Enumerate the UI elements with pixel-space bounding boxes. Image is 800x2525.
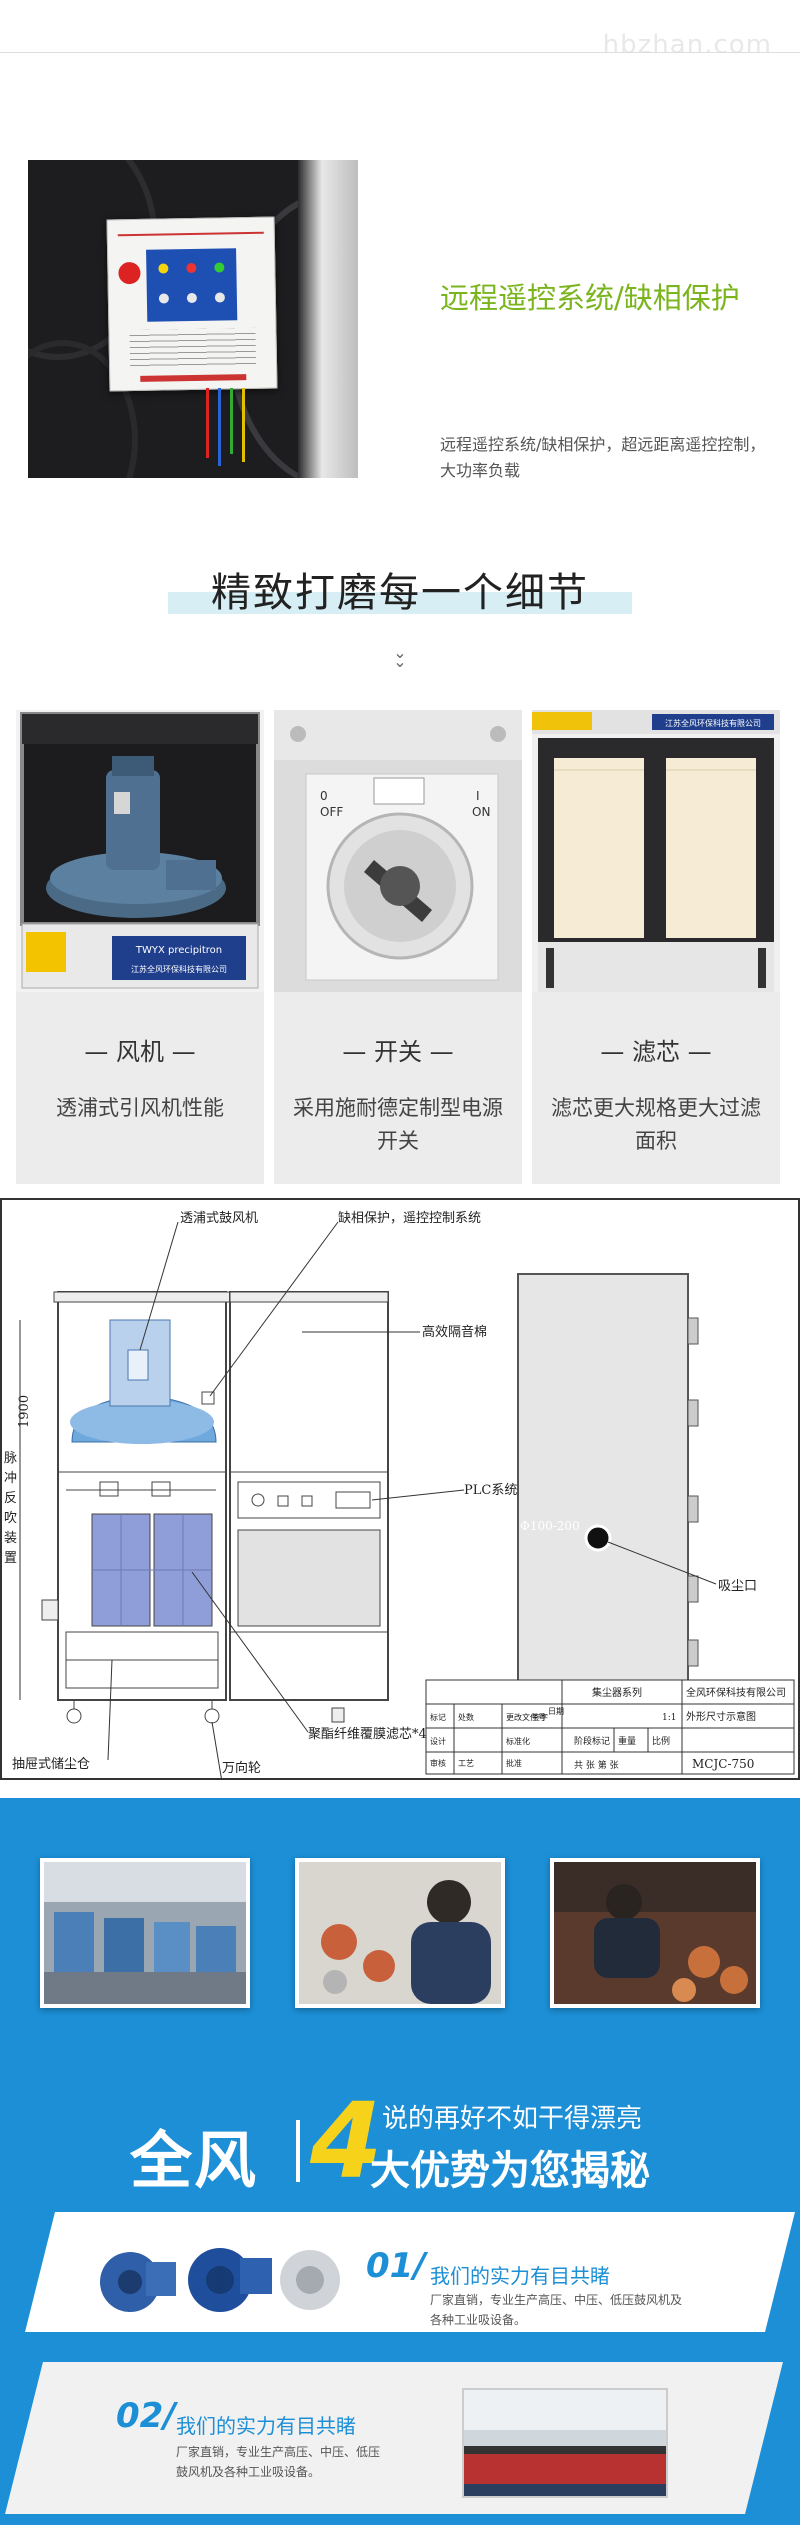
fan-nameplate: TWYX precipitron — [135, 945, 222, 956]
titleblock-scale: 1:1 — [662, 1713, 676, 1723]
label-inlet: 吸尘口 — [718, 1579, 757, 1594]
titleblock-mark-2: 处数 — [458, 1712, 474, 1722]
titleblock-mark-1: 标记 — [430, 1712, 446, 1722]
top-divider — [0, 52, 800, 53]
promo-number: 4 — [310, 2080, 383, 2202]
chevron-down-icon: ⌄⌄ — [393, 643, 407, 671]
promo-divider — [296, 2120, 300, 2182]
titleblock-process: 工艺 — [458, 1759, 474, 1768]
card-filter-name: — 滤芯 — — [600, 1038, 712, 1066]
titleblock-mark-3: 更改文件号 — [506, 1712, 546, 1722]
remote-feature-description: 远程遥控系统/缺相保护，超远距离遥控控制，大功率负载 — [440, 435, 766, 480]
fan-company: 江苏全风环保科技有限公司 — [131, 964, 227, 974]
label-pulse-5: 装 — [4, 1531, 17, 1546]
label-pulse-2: 冲 — [4, 1471, 17, 1486]
remote-feature-title: 远程遥控系统/缺相保护 — [440, 281, 740, 315]
promo-tagline-top: 说的再好不如干得漂亮 — [382, 2104, 643, 2134]
label-pulse-6: 置 — [4, 1551, 17, 1566]
promo-tagline-bottom: 大优势为您揭秘 — [370, 2148, 650, 2194]
remote-control-photo — [28, 160, 358, 478]
advantage-1-title: 我们的实力有目共睹 — [430, 2264, 610, 2288]
label-protect: 缺相保护，遥控控制系统 — [338, 1211, 481, 1226]
heading-highlight — [168, 592, 632, 614]
remote-control-box — [106, 216, 278, 392]
titleblock-mark-4: 签字 — [532, 1712, 548, 1722]
switch-photo: 0 OFF I ON — [274, 710, 522, 992]
titleblock-review: 审核 — [430, 1758, 446, 1768]
titleblock-sheets: 共 张 第 张 — [574, 1759, 619, 1771]
titleblock-standard: 标准化 — [506, 1736, 530, 1746]
advantage-1-desc: 厂家直销，专业生产高压、中压、低压鼓风机及各种工业吸设备。 — [430, 2293, 683, 2327]
label-filter: 聚酯纤维覆膜滤芯*4 — [308, 1727, 427, 1742]
titleblock-stage: 阶段标记 — [574, 1735, 610, 1747]
card-fan-name: — 风机 — — [84, 1038, 196, 1066]
label-pulse-3: 反 — [4, 1491, 17, 1506]
detail-card-fan: TWYX precipitron 江苏全风环保科技有限公司 — 风机 — 透浦式… — [16, 710, 264, 1184]
titleblock-company: 全风环保科技有限公司 — [686, 1686, 786, 1699]
filter-company: 江苏全风环保科技有限公司 — [665, 718, 761, 728]
card-fan-desc: 透浦式引风机性能 — [56, 1096, 224, 1120]
card-switch-name: — 开关 — — [342, 1038, 454, 1066]
titleblock-weight: 重量 — [618, 1735, 636, 1747]
advantage-2-desc: 厂家直销，专业生产高压、中压、低压鼓风机及各种工业吸设备。 — [176, 2445, 381, 2479]
factory-photo-3 — [550, 1858, 760, 2008]
details-heading: 精致打磨每一个细节 — [0, 560, 800, 618]
titleblock-drawing-name: 外形尺寸示意图 — [686, 1710, 756, 1723]
detail-card-filter: 江苏全风环保科技有限公司 — 滤芯 — 滤芯更大规格更大过滤面积 — [532, 710, 780, 1184]
label-pulse-4: 吹 — [4, 1511, 17, 1526]
titleblock-series: 集尘器系列 — [592, 1686, 642, 1699]
fan-photo: TWYX precipitron 江苏全风环保科技有限公司 — [16, 710, 264, 992]
factory-photo-1 — [40, 1858, 250, 2008]
detail-card-switch: 0 OFF I ON — 开关 — 采用施耐德定制型电源开关 — [274, 710, 522, 1184]
advantage-2-number: 02/ — [116, 2396, 176, 2436]
label-fan: 透浦式鼓风机 — [180, 1211, 258, 1226]
details-heading-text: 精致打磨每一个细节 — [211, 570, 589, 616]
switch-off-label: OFF — [320, 805, 343, 819]
label-drawer: 抽屉式储尘仓 — [12, 1757, 90, 1772]
watermark: hbzhan.com — [602, 30, 772, 60]
label-plc: PLC系统 — [464, 1483, 517, 1498]
blower-products-image — [90, 2232, 350, 2322]
card-switch-desc: 采用施耐德定制型电源开关 — [293, 1096, 503, 1153]
label-inlet-dimension: Φ100-200 — [520, 1519, 580, 1533]
filter-photo: 江苏全风环保科技有限公司 — [532, 710, 780, 992]
promo-brand: 全风 — [130, 2124, 259, 2197]
label-wheel: 万向轮 — [222, 1760, 261, 1776]
titleblock-design: 设计 — [430, 1736, 446, 1746]
titleblock-approve: 批准 — [506, 1758, 522, 1768]
titleblock-ratio: 比例 — [652, 1735, 670, 1747]
label-cotton: 高效隔音棉 — [422, 1324, 487, 1340]
switch-zero-mark: 0 — [320, 789, 328, 803]
label-pulse-1: 脉 — [4, 1451, 17, 1466]
factory-photo-2 — [295, 1858, 505, 2008]
technical-drawing: 透浦式鼓风机 缺相保护，遥控控制系统 高效隔音棉 1900 脉 冲 反 吹 装 … — [0, 1198, 800, 1783]
switch-one-mark: I — [476, 789, 480, 803]
titleblock-mark-5: 日期 — [548, 1707, 564, 1716]
label-height: 1900 — [17, 1395, 32, 1428]
advantage-2-title: 我们的实力有目共睹 — [176, 2414, 356, 2438]
team-photo — [462, 2388, 668, 2498]
titleblock-model: MCJC-750 — [692, 1757, 754, 1771]
advantage-1-number: 01/ — [366, 2246, 426, 2286]
switch-on-label: ON — [472, 805, 490, 819]
card-filter-desc: 滤芯更大规格更大过滤面积 — [551, 1096, 761, 1153]
